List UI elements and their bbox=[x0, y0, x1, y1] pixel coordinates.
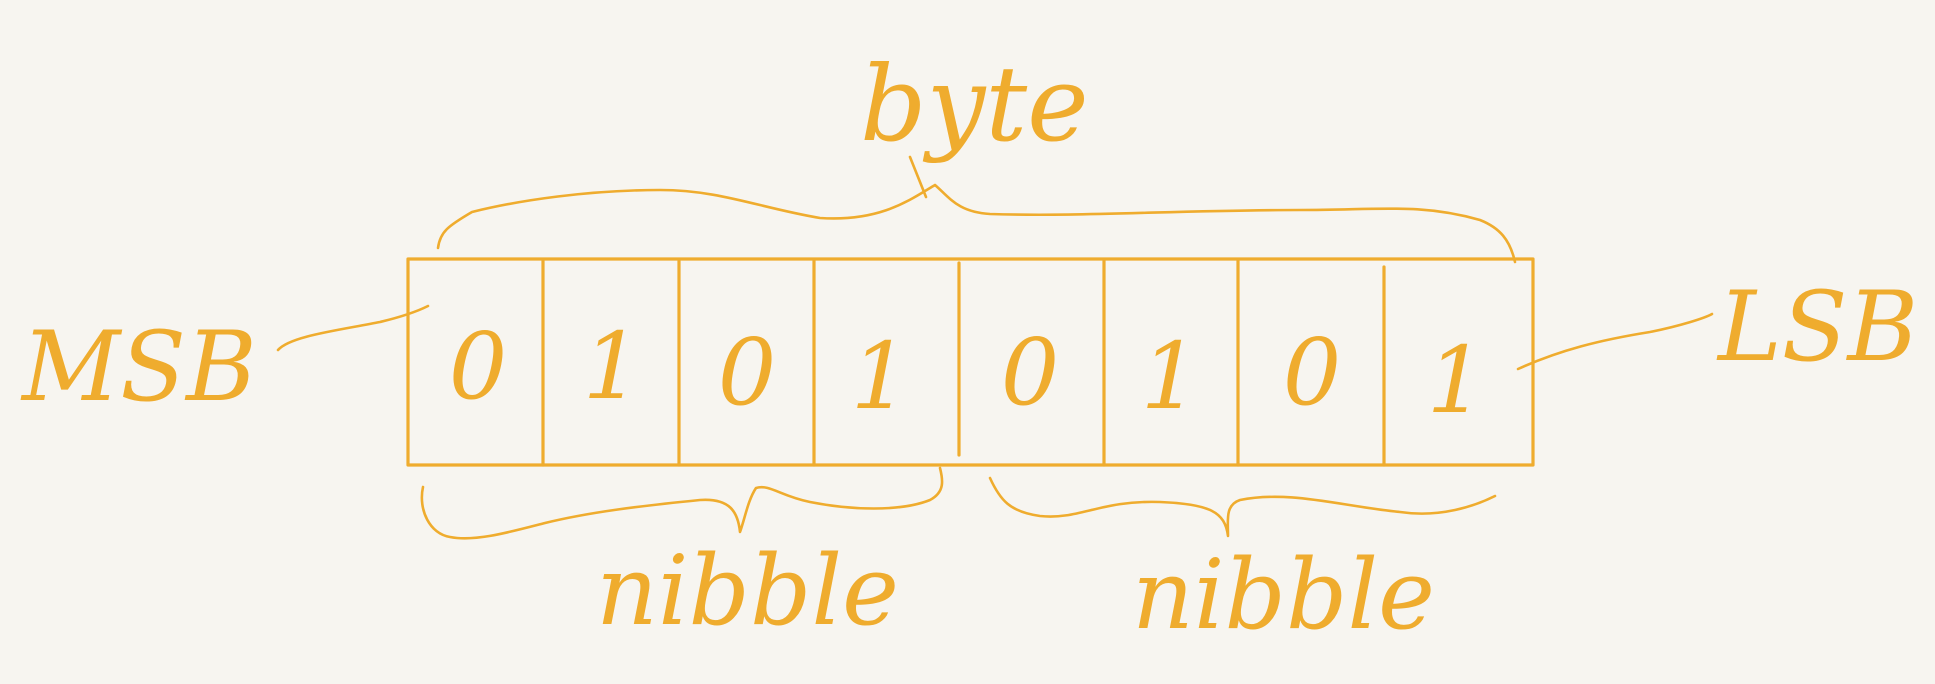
bit-value: 1 bbox=[1427, 327, 1486, 434]
byte-label: byte bbox=[860, 43, 1089, 165]
lsb-pointer-line bbox=[1516, 312, 1714, 371]
bit-values: 0 1 0 1 0 1 0 1 bbox=[449, 313, 1486, 434]
msb-label: MSB bbox=[20, 311, 257, 423]
bit-value: 1 bbox=[851, 323, 910, 430]
bit-value: 1 bbox=[1141, 323, 1200, 430]
byte-brace-tip-stroke bbox=[908, 155, 928, 199]
bit-dividers bbox=[541, 259, 1386, 467]
msb-pointer-line bbox=[276, 304, 430, 352]
bit-value: 0 bbox=[718, 319, 777, 426]
bit-value: 1 bbox=[583, 313, 642, 420]
byte-brace bbox=[436, 183, 1517, 264]
nibble-label-left: nibble bbox=[596, 535, 899, 647]
bit-value: 0 bbox=[1001, 319, 1060, 426]
byte-box bbox=[406, 257, 1535, 467]
bit-value: 0 bbox=[449, 313, 508, 420]
lsb-label: LSB bbox=[1716, 271, 1918, 383]
bit-value: 0 bbox=[1283, 319, 1342, 426]
nibble-brace-right bbox=[988, 476, 1497, 538]
nibble-brace-left bbox=[420, 466, 944, 540]
nibble-label-right: nibble bbox=[1132, 539, 1435, 651]
